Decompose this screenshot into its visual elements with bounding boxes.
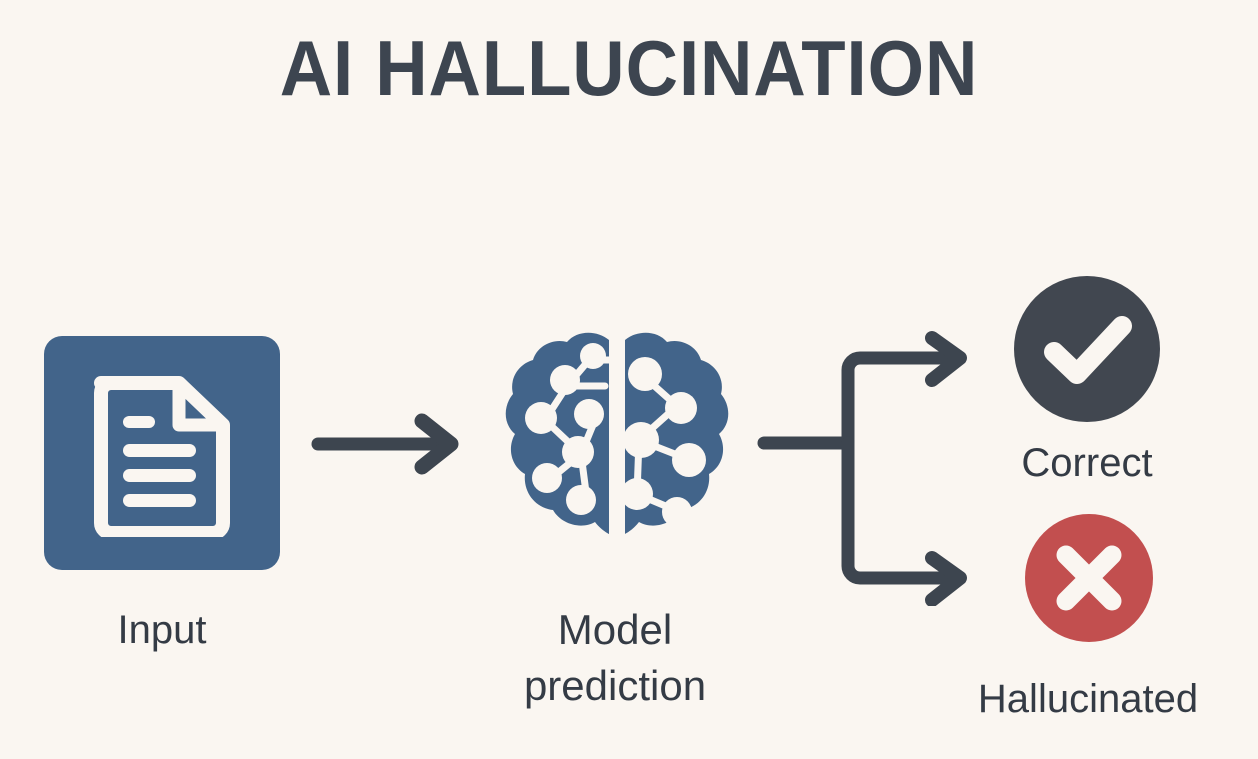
input-label: Input xyxy=(117,608,207,652)
input-document-tile xyxy=(44,336,280,570)
branch-fork-icon xyxy=(757,331,967,606)
outcome-correct-circle xyxy=(1014,276,1160,422)
model-brain-node xyxy=(505,328,729,562)
arrow-input-to-model xyxy=(310,408,462,480)
arrow-right-icon xyxy=(311,413,459,475)
document-icon xyxy=(94,376,230,537)
model-label: Model prediction xyxy=(523,606,707,709)
outcome-correct-label: Correct xyxy=(1021,441,1153,485)
x-circle-icon xyxy=(1056,545,1122,611)
brain-circuit-icon xyxy=(505,332,729,538)
check-circle-icon xyxy=(1044,316,1132,384)
outcome-hallucinated-label: Hallucinated xyxy=(977,677,1199,721)
page-title: AI HALLUCINATION xyxy=(279,24,979,112)
branch-connector xyxy=(756,330,978,606)
outcome-hallucinated-circle xyxy=(1025,514,1153,642)
